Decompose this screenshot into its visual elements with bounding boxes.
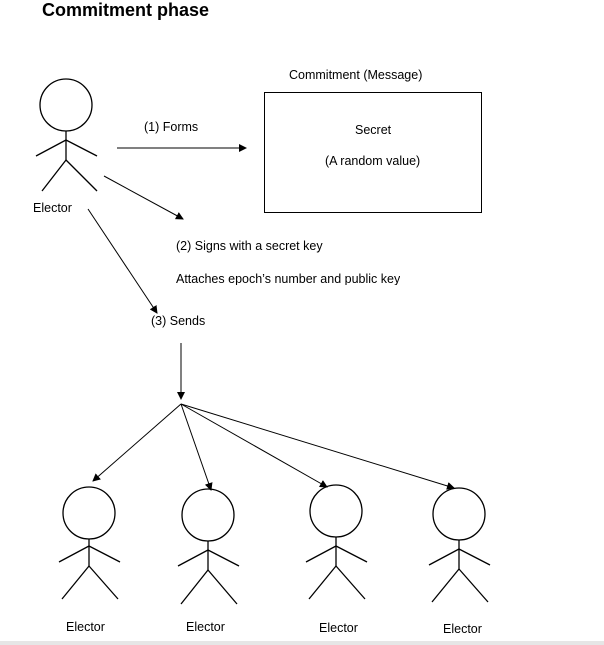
arrow-to-elector-1: [92, 403, 182, 482]
elector-figure-1: [58, 486, 121, 600]
elector-figure-3: [305, 484, 368, 600]
step-attaches-label: Attaches epoch’s number and public key: [176, 272, 401, 285]
elector-figure-2: [177, 488, 240, 605]
secret-label: Secret: [355, 123, 392, 137]
step-sends-label: (3) Sends: [151, 314, 206, 328]
step-signs-label: (2) Signs with a secret key: [176, 239, 323, 253]
elector-figure-main: [35, 78, 98, 192]
arrow-signs: [103, 175, 184, 220]
elector-label-1: Elector: [66, 620, 105, 634]
random-value-label: (A random value): [325, 154, 421, 168]
page-title: Commitment phase: [42, 0, 210, 20]
elector-label-3: Elector: [319, 621, 358, 635]
bottom-edge-strip: [0, 641, 604, 645]
elector-figure-4: [428, 487, 491, 603]
commitment-label: Commitment (Message): [289, 68, 423, 82]
arrow-to-elector-3: [180, 403, 328, 488]
elector-label-main: Elector: [33, 201, 72, 215]
step-forms-label: (1) Forms: [144, 120, 199, 134]
elector-label-4: Elector: [443, 622, 482, 636]
elector-label-2: Elector: [186, 620, 225, 634]
arrow-sends: [87, 208, 158, 314]
commitment-box: [264, 92, 482, 213]
arrow-to-elector-2: [180, 403, 213, 491]
arrow-to-elector-4: [180, 403, 455, 490]
